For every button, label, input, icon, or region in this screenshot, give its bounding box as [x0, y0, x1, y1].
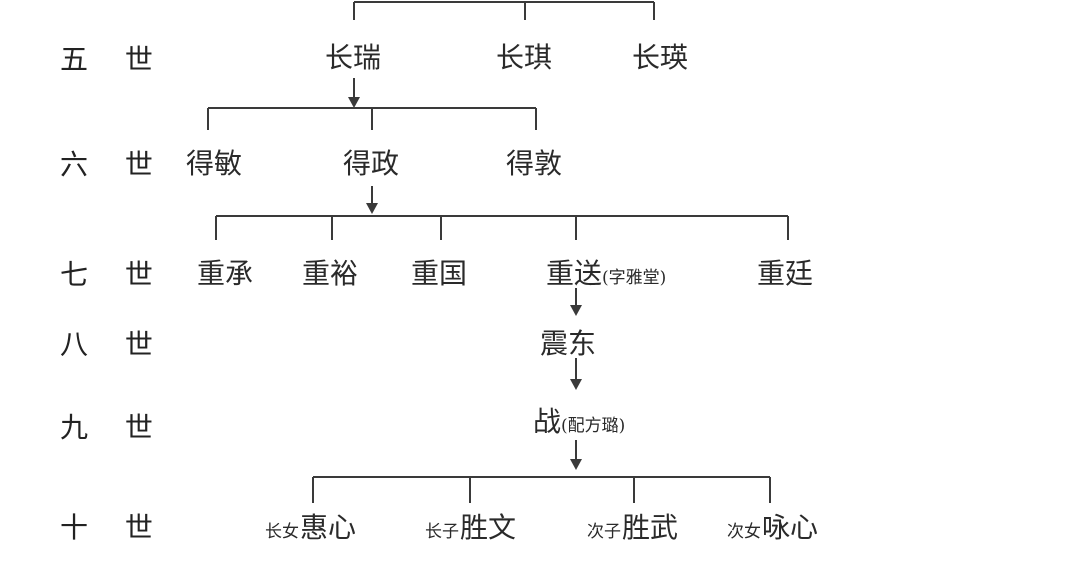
person-zhendong: 震东: [540, 327, 597, 360]
person-zhongsong-note: (字雅堂): [602, 268, 667, 288]
gen6-to-gen7-arrowhead: [366, 203, 378, 214]
person-zhongsong: 重送(字雅堂): [546, 252, 666, 292]
person-changqi: 长琪: [496, 41, 553, 74]
generation-label-6: 六 世: [60, 148, 167, 181]
person-shengwen: 长子胜文: [425, 506, 516, 546]
person-yongxin-name: 咏心: [762, 511, 819, 544]
person-shengwen-title: 长子: [425, 522, 459, 542]
person-zhan-note: (配方璐): [561, 416, 626, 436]
person-zhongyu: 重裕: [302, 257, 359, 290]
person-changying: 长瑛: [632, 41, 689, 74]
person-shengwu-title: 次子: [587, 522, 621, 542]
generation-label-10: 十 世: [60, 511, 167, 544]
gen7-to-gen8-arrowhead: [570, 305, 582, 316]
person-zhongcheng: 重承: [197, 257, 254, 290]
person-huixin-name: 惠心: [300, 511, 357, 544]
person-changrui: 长瑞: [325, 41, 382, 74]
generation-label-5: 五 世: [60, 43, 167, 76]
person-zhongguo: 重国: [411, 257, 468, 290]
person-huixin-title: 长女: [265, 522, 299, 542]
person-yongxin-title: 次女: [727, 522, 761, 542]
person-shengwen-name: 胜文: [460, 511, 517, 544]
person-dedun: 得敦: [506, 147, 563, 180]
generation-label-7: 七 世: [60, 258, 167, 291]
gen5-to-gen6-arrowhead: [348, 97, 360, 108]
person-zhongting: 重廷: [757, 257, 814, 290]
person-dezheng: 得政: [343, 147, 400, 180]
generation-label-9: 九 世: [60, 411, 167, 444]
person-zhan-name: 战: [533, 405, 562, 438]
person-shengwu: 次子胜武: [587, 506, 678, 546]
person-zhongsong-name: 重送: [546, 257, 603, 290]
person-demin: 得敏: [186, 147, 243, 180]
person-shengwu-name: 胜武: [622, 511, 679, 544]
person-yongxin: 次女咏心: [727, 506, 818, 546]
gen9-to-gen10-arrowhead: [570, 459, 582, 470]
gen8-to-gen9-arrowhead: [570, 379, 582, 390]
person-huixin: 长女惠心: [265, 506, 356, 546]
person-zhan: 战(配方璐): [533, 400, 625, 440]
generation-label-8: 八 世: [60, 328, 167, 361]
